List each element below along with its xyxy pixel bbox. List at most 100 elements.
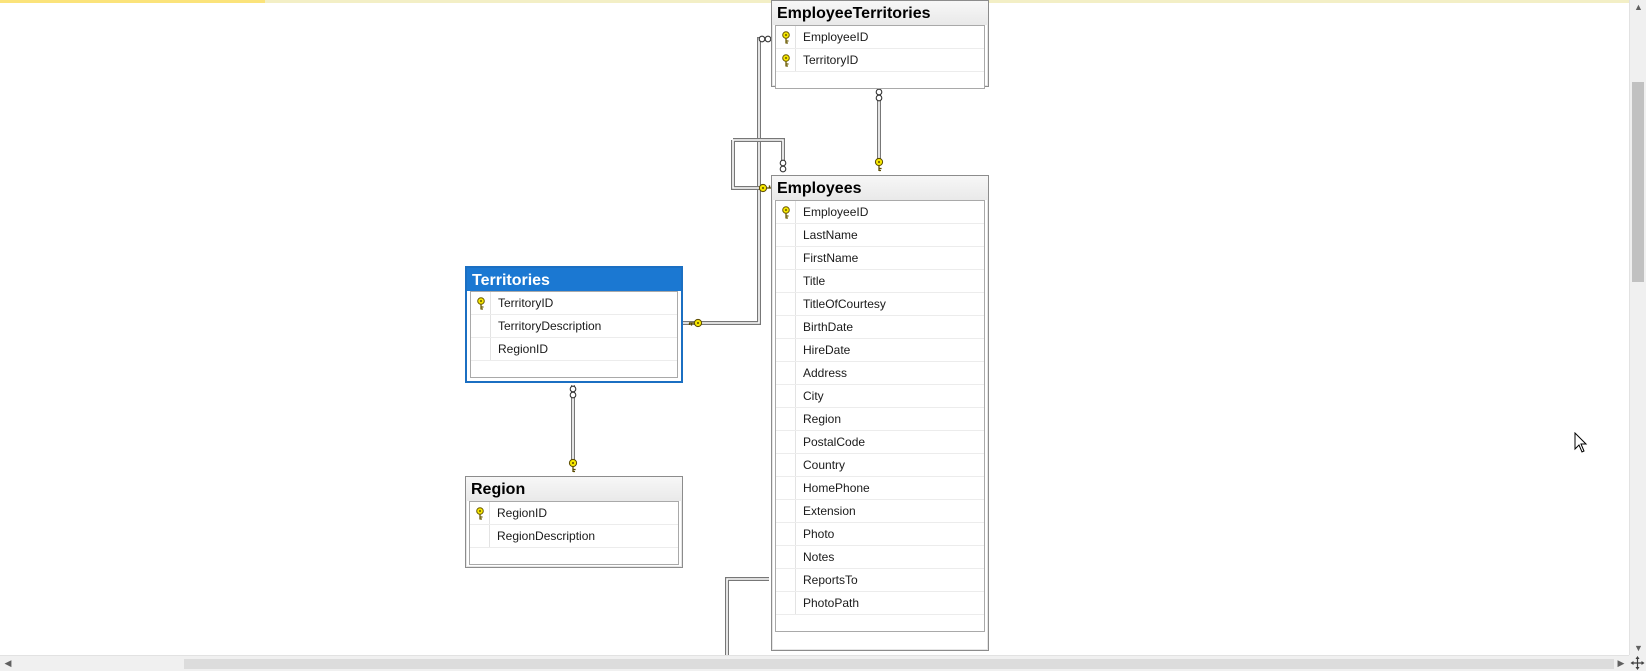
column-row[interactable]: TerritoryDescription [471,315,677,338]
column-row[interactable]: RegionID [470,502,678,525]
column-name: EmployeeID [803,205,869,219]
row-selector[interactable] [776,500,796,522]
row-selector[interactable] [470,525,490,547]
column-row[interactable]: HomePhone [776,477,984,500]
key-icon [688,318,703,328]
column-row[interactable]: Extension [776,500,984,523]
key-icon [476,507,484,520]
column-row[interactable]: RegionID [471,338,677,361]
column-row[interactable]: Notes [776,546,984,569]
column-grid: RegionID RegionDescription [469,501,679,565]
vertical-scrollbar[interactable]: ▲ ▼ [1629,0,1646,655]
column-row[interactable]: PhotoPath [776,592,984,615]
row-selector[interactable] [776,569,796,591]
column-row[interactable]: Title [776,270,984,293]
row-selector[interactable] [776,431,796,453]
horizontal-scroll-thumb[interactable] [184,659,1614,669]
row-selector[interactable] [776,293,796,315]
row-selector[interactable] [776,49,796,71]
column-row[interactable]: Country [776,454,984,477]
horizontal-scrollbar[interactable]: ◀ ▶ [0,655,1629,671]
infinity-icon [569,385,577,399]
table-title[interactable]: Region [466,477,682,501]
row-selector[interactable] [776,26,796,48]
row-selector[interactable] [776,201,796,223]
row-selector[interactable] [776,339,796,361]
column-row[interactable]: Region [776,408,984,431]
column-row[interactable]: TerritoryID [471,292,677,315]
row-selector[interactable] [471,292,491,314]
row-selector[interactable] [776,592,796,614]
column-grid: EmployeeID TerritoryID [775,25,985,89]
table-title[interactable]: EmployeeTerritories [772,1,988,25]
table-title[interactable]: Employees [772,176,988,200]
row-selector[interactable] [776,546,796,568]
column-row[interactable]: RegionDescription [470,525,678,548]
pan-corner-icon[interactable] [1629,655,1646,671]
row-selector[interactable] [776,270,796,292]
column-name: EmployeeID [803,30,869,44]
row-selector[interactable] [776,454,796,476]
column-name: RegionDescription [497,529,596,543]
column-row[interactable]: TerritoryID [776,49,984,72]
column-row[interactable]: City [776,385,984,408]
column-name: PhotoPath [803,596,860,610]
relationship-employees-self[interactable] [731,138,785,190]
infinity-icon [875,88,883,102]
row-selector[interactable] [471,338,491,360]
column-name: TitleOfCourtesy [803,297,886,311]
column-name: RegionID [498,342,549,356]
column-name: TerritoryDescription [498,319,602,333]
scroll-up-arrow-icon[interactable]: ▲ [1634,2,1643,12]
scroll-right-arrow-icon[interactable]: ▶ [1617,658,1625,668]
column-name: Extension [803,504,856,518]
column-name: TerritoryID [498,296,554,310]
column-name: HomePhone [803,481,870,495]
row-selector[interactable] [776,408,796,430]
column-name: City [803,389,824,403]
row-selector[interactable] [471,315,491,337]
column-row[interactable]: ReportsTo [776,569,984,592]
column-row[interactable]: LastName [776,224,984,247]
column-row[interactable]: PostalCode [776,431,984,454]
column-name: Notes [803,550,835,564]
row-selector[interactable] [776,224,796,246]
column-name: RegionID [497,506,548,520]
scroll-down-arrow-icon[interactable]: ▼ [1634,643,1643,653]
key-icon [782,54,790,67]
mouse-pointer-icon [1574,432,1588,453]
empty-row [471,361,677,377]
row-selector[interactable] [776,316,796,338]
column-row[interactable]: EmployeeID [776,26,984,49]
column-name: Address [803,366,848,380]
relationship-territories-employeeterritories[interactable] [683,37,763,325]
key-icon [782,31,790,44]
row-selector[interactable] [776,523,796,545]
column-row[interactable]: HireDate [776,339,984,362]
empty-row [776,615,984,631]
key-icon [477,297,485,310]
row-selector[interactable] [776,362,796,384]
column-row[interactable]: FirstName [776,247,984,270]
scroll-left-arrow-icon[interactable]: ◀ [4,658,12,668]
row-selector[interactable] [776,385,796,407]
row-selector[interactable] [776,477,796,499]
vertical-scroll-thumb[interactable] [1632,82,1644,282]
empty-row [776,72,984,88]
column-row[interactable]: Address [776,362,984,385]
row-selector[interactable] [470,502,490,524]
column-row[interactable]: TitleOfCourtesy [776,293,984,316]
column-row[interactable]: BirthDate [776,316,984,339]
key-icon [782,206,790,219]
column-row[interactable]: EmployeeID [776,201,984,224]
relationship-employees-offscreen[interactable] [725,577,769,655]
column-row[interactable]: Photo [776,523,984,546]
table-title[interactable]: Territories [467,268,681,291]
row-selector[interactable] [776,247,796,269]
